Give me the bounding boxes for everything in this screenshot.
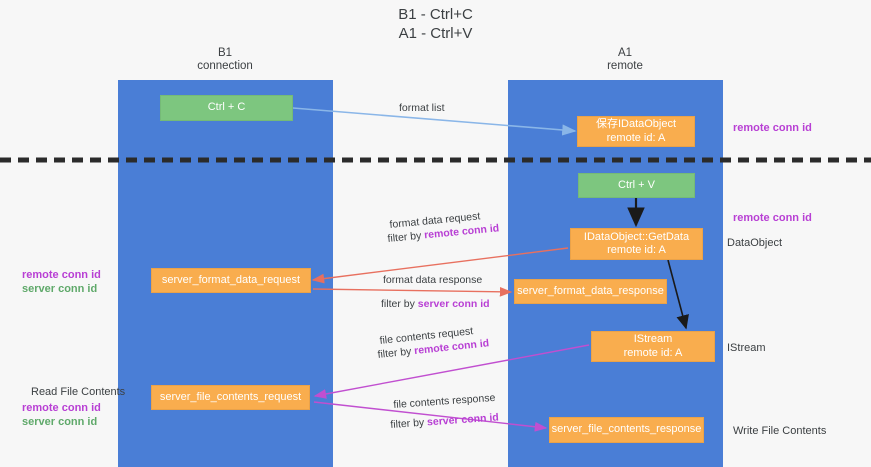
node-ctrl-c-label: Ctrl + C [207,101,246,114]
column-header-b1-sub: connection [197,60,253,72]
filter-by-text: filter by [387,229,425,245]
annotation-remote-conn-id-getdata: remote conn id [733,212,812,224]
node-idataobject-getdata-line1: IDataObject::GetData [583,230,690,243]
filter-by-text: filter by [381,298,418,310]
node-server-file-contents-response[interactable]: server_file_contents_response [549,417,704,443]
node-save-idataobject-line1: 保存IDataObject [595,118,677,130]
node-idataobject-getdata-line2: remote id: A [607,244,666,256]
edge-label-format-list: format list [399,102,445,114]
annotation-conn-ids-format: remote conn id server conn id [22,268,101,296]
annotation-server-conn-id-left-2: server conn id [22,416,98,428]
annotation-dataobject: DataObject [727,237,783,249]
node-istream-line1: IStream [633,333,673,345]
column-header-b1: B1 connection [145,47,305,73]
node-server-format-data-request[interactable]: server_format_data_request [151,268,311,293]
node-server-file-contents-request[interactable]: server_file_contents_request [151,385,310,410]
filter-by-text: filter by [390,416,428,431]
annotation-conn-ids-file: remote conn id server conn id [22,401,101,429]
filter-server-conn-id: server conn id [426,411,500,429]
node-save-idataobject-line2: remote id: A [606,131,666,144]
node-ctrl-v-label: Ctrl + V [618,178,655,191]
node-server-format-data-response[interactable]: server_format_data_response [514,279,667,304]
edge-label-format-data-response: format data response [383,274,483,286]
node-server-file-contents-request-label: server_file_contents_request [159,390,302,403]
node-ctrl-c[interactable]: Ctrl + C [160,95,293,121]
node-istream[interactable]: IStream remote id: A [591,331,715,362]
title-line-2: A1 - Ctrl+V [398,25,473,42]
column-header-a1-sub: remote [607,60,643,72]
annotation-istream: IStream [727,342,766,354]
column-header-a1: A1 remote [545,47,705,73]
node-server-format-data-request-label: server_format_data_request [161,273,301,286]
node-istream-line2: remote id: A [623,346,683,359]
column-header-a1-name: A1 [617,47,633,59]
annotation-read-file-contents: Read File Contents [31,386,126,398]
filter-server-conn-id: server conn id [417,298,490,310]
edge-format-data-response [312,286,513,297]
annotation-remote-conn-id-top: remote conn id [733,122,812,134]
annotation-write-file-contents: Write File Contents [733,425,827,437]
filter-by-text: filter by [377,345,415,361]
node-idataobject-getdata[interactable]: IDataObject::GetData remote id: A [570,228,703,260]
annotation-server-conn-id-left-1: server conn id [22,283,98,295]
node-save-idataobject[interactable]: 保存IDataObject remote id: A [577,116,695,147]
node-server-file-contents-response-label: server_file_contents_response [551,423,702,436]
edge-label-file-contents-response-filter: filter by server conn id [390,411,499,432]
edge-label-file-contents-response: file contents response [393,391,496,411]
column-header-b1-name: B1 [217,47,233,59]
node-ctrl-v[interactable]: Ctrl + V [578,173,695,198]
node-server-format-data-response-label: server_format_data_response [517,284,664,297]
annotation-remote-conn-id-left-1: remote conn id [22,269,101,281]
edge-label-format-data-response-filter: filter by server conn id [381,298,490,311]
title-line-1: B1 - Ctrl+C [398,6,473,23]
annotation-remote-conn-id-left-2: remote conn id [22,402,101,414]
page-title: B1 - Ctrl+C A1 - Ctrl+V [0,5,871,43]
